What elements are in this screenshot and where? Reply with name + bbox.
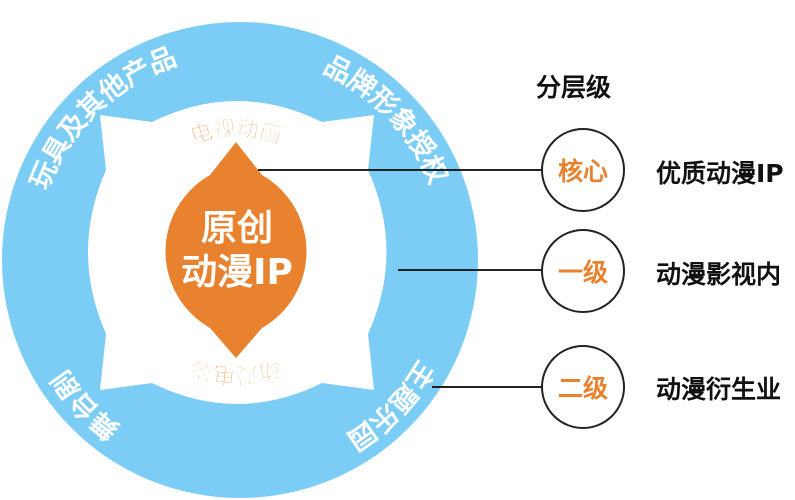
core-drop bbox=[165, 142, 307, 358]
level-badge-label: 核心 bbox=[557, 157, 608, 186]
level-badge-level1: 一级 bbox=[541, 229, 625, 313]
level-desc-level2: 动漫衍生业 bbox=[656, 375, 782, 404]
level-badge-label: 一级 bbox=[557, 258, 608, 287]
core-title-line1: 原创 bbox=[201, 208, 273, 249]
level-badge-level2: 二级 bbox=[541, 345, 625, 429]
level-desc-core: 优质动漫IP bbox=[656, 159, 784, 188]
core-title-line2: 动漫IP bbox=[181, 252, 293, 293]
level-badge-core: 核心 bbox=[541, 128, 625, 212]
level-badge-label: 二级 bbox=[557, 374, 608, 403]
legend-heading: 分层级 bbox=[536, 73, 612, 102]
level-desc-level1: 动漫影视内 bbox=[656, 260, 782, 289]
